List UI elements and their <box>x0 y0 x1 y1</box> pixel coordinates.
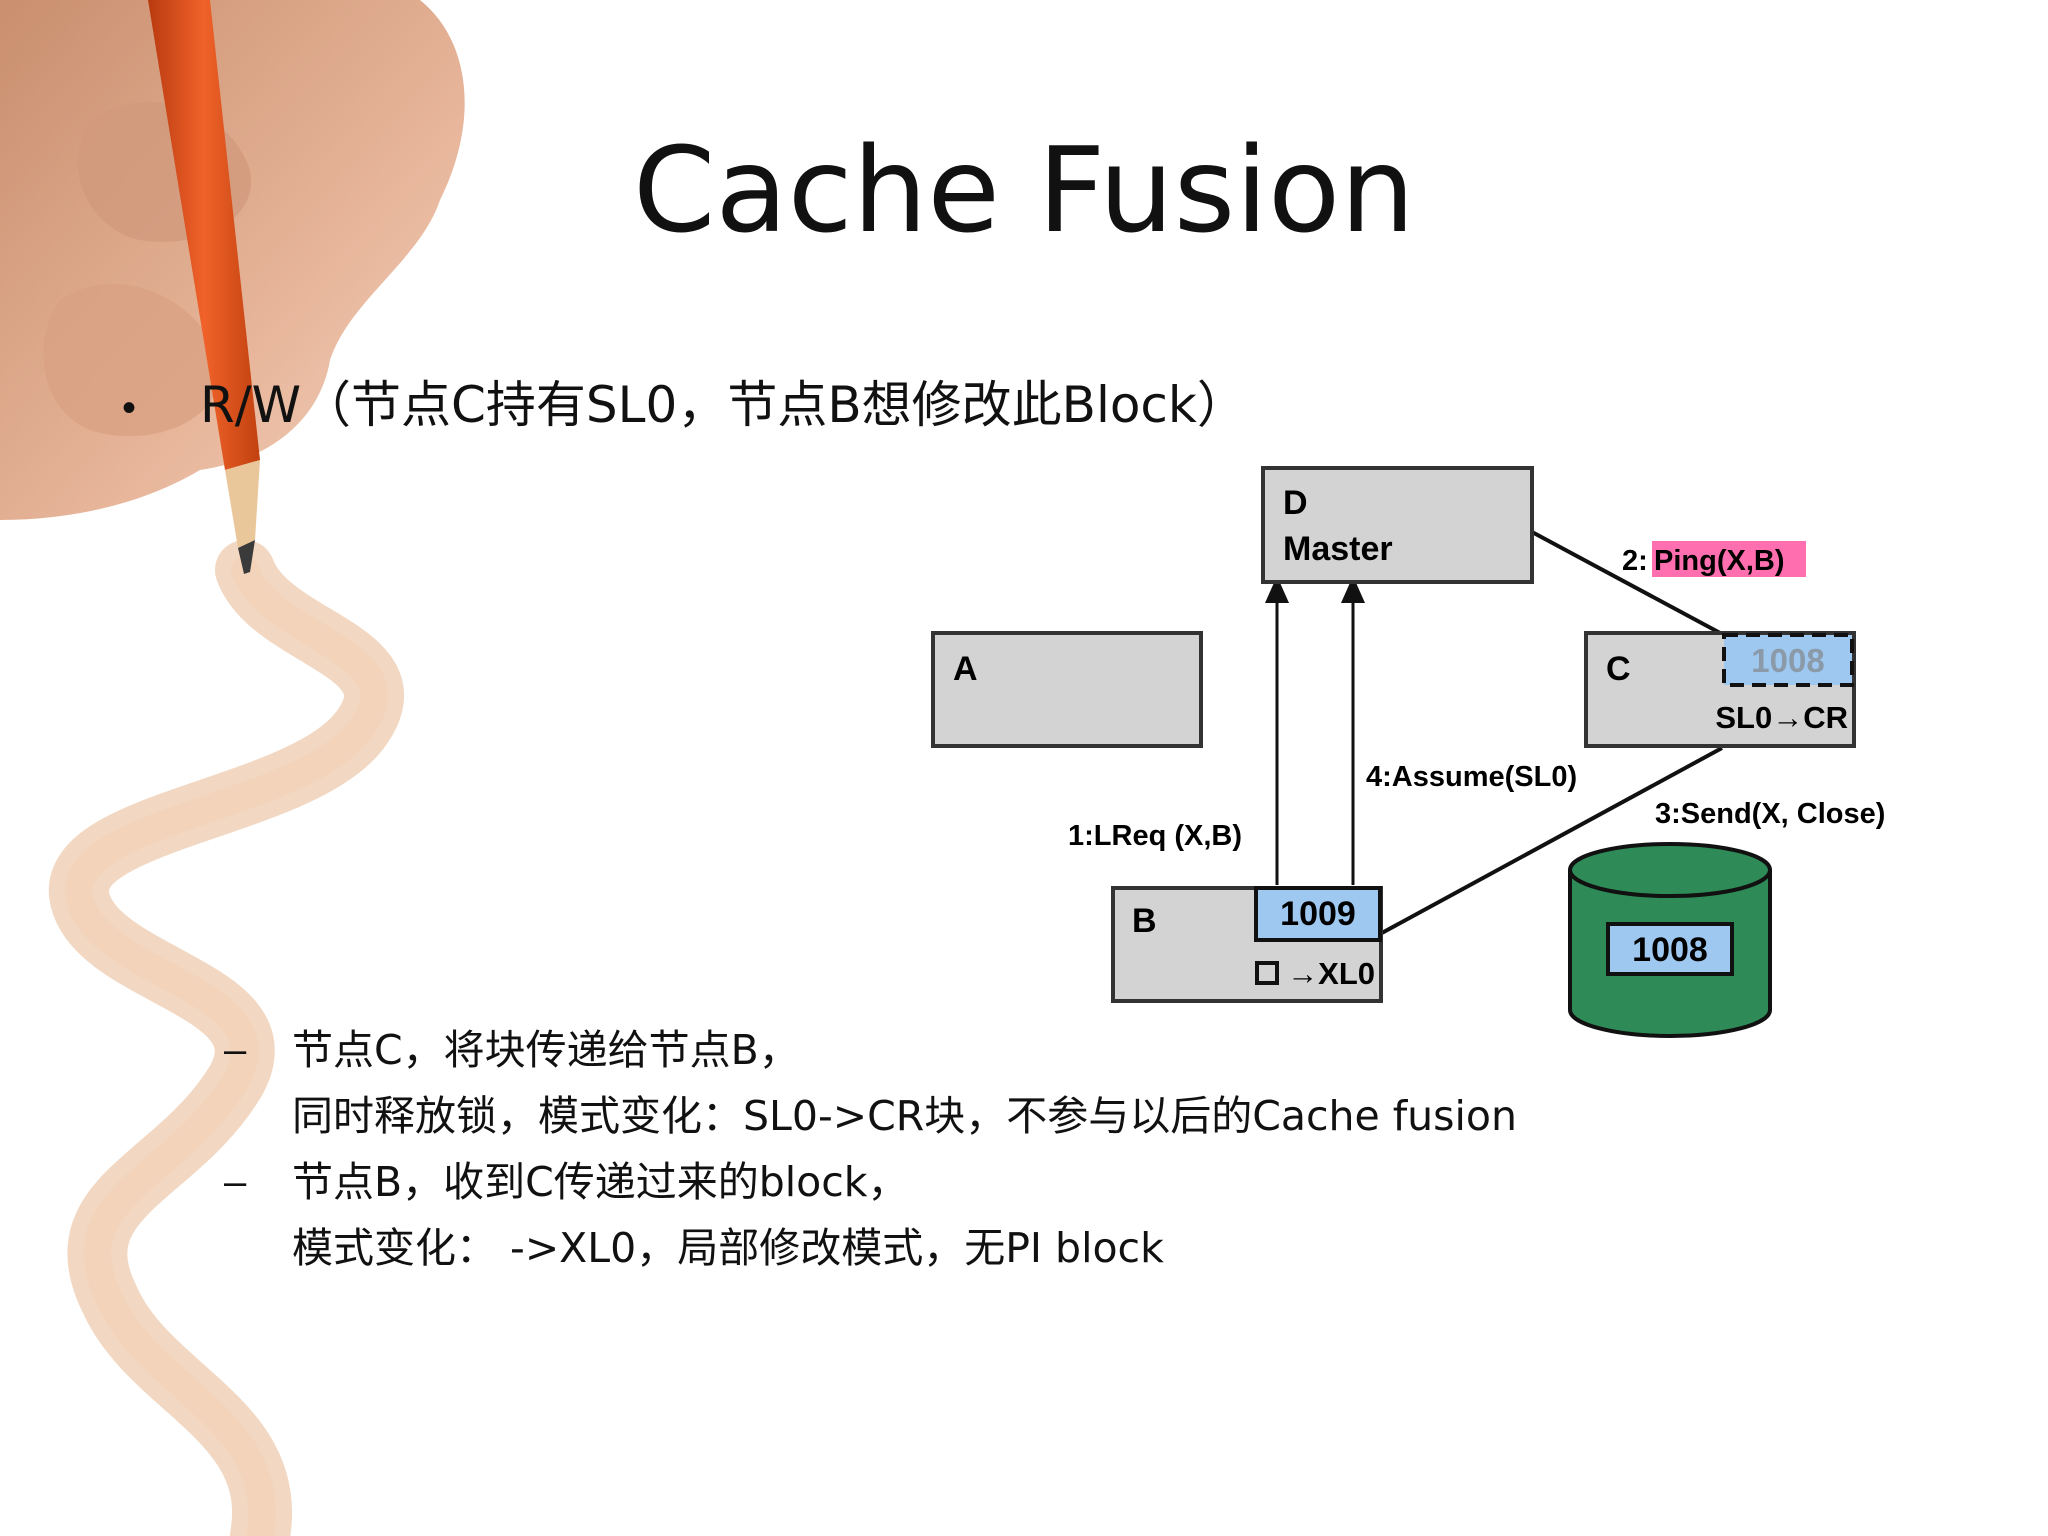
sub-bullet-dash-2: – <box>224 1160 247 1204</box>
assume-label: 4:Assume(SL0) <box>1366 761 1577 793</box>
node-a-letter: A <box>953 650 978 688</box>
node-a-box <box>931 631 1203 748</box>
pencil-shape <box>148 0 260 470</box>
node-c-block <box>1722 633 1854 687</box>
node-d-box <box>1261 466 1534 584</box>
ping-highlight <box>1652 541 1806 577</box>
sub-bullet-2-line-2: 模式变化： ->XL0，局部修改模式，无PI block <box>292 1224 1164 1272</box>
main-bullet: R/W（节点C持有SL0，节点B想修改此Block） <box>200 376 1247 434</box>
node-b-empty-mode-box <box>1255 961 1279 985</box>
node-b-mode: →XL0 <box>1287 956 1375 991</box>
node-b-block-id: 1009 <box>1280 895 1356 933</box>
node-d-name: Master <box>1283 530 1393 568</box>
sub-bullet-1-line-1: 节点C，将块传递给节点B， <box>292 1026 800 1074</box>
sub-bullet-dash-1: – <box>224 1028 247 1072</box>
ping-arrow <box>1531 530 1723 636</box>
ping-label: Ping(X,B) <box>1654 545 1785 577</box>
sub-bullet-1-line-2: 同时释放锁，模式变化：SL0->CR块，不参与以后的Cache fusion <box>292 1092 1517 1140</box>
node-d-letter: D <box>1283 484 1308 522</box>
lreq-label: 1:LReq (X,B) <box>1068 820 1242 852</box>
node-c-mode: SL0→CR <box>1715 700 1848 735</box>
bullet-marker: • <box>122 386 137 430</box>
node-b-letter: B <box>1132 902 1157 940</box>
node-c-box <box>1584 631 1856 748</box>
node-c-block-id: 1008 <box>1751 642 1824 679</box>
node-c-letter: C <box>1606 650 1631 688</box>
ping-label-prefix: 2: <box>1622 545 1648 577</box>
disk-block-id: 1008 <box>1632 931 1708 969</box>
send-label: 3:Send(X, Close) <box>1655 798 1885 830</box>
sub-bullet-2-line-1: 节点B，收到C传递过来的block， <box>292 1158 909 1206</box>
disk-block <box>1606 922 1734 976</box>
node-b-block <box>1254 886 1382 942</box>
slide-title: Cache Fusion <box>633 121 1415 259</box>
send-arrow <box>1379 746 1723 936</box>
